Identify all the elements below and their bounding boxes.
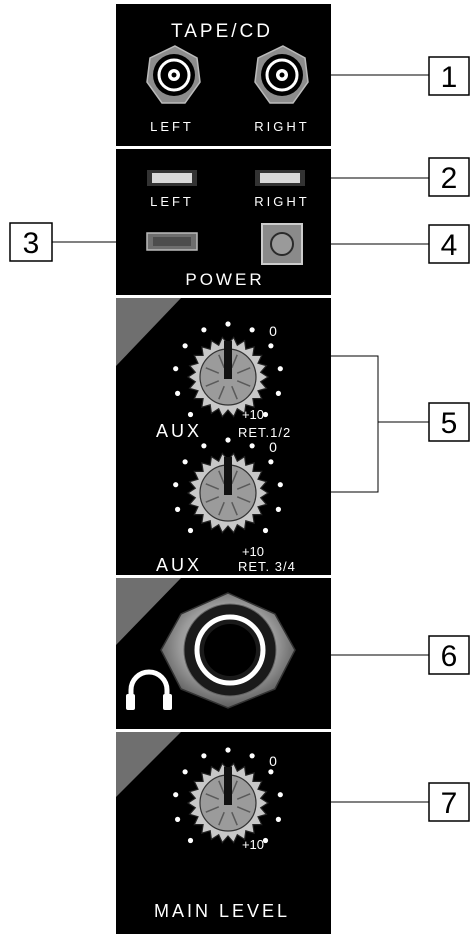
aux-2-sub-label: RET. 3/4 bbox=[238, 559, 296, 574]
callout-4-number: 4 bbox=[441, 229, 458, 262]
section-divider bbox=[116, 295, 331, 298]
scale-dot bbox=[277, 792, 283, 798]
callout-2-box bbox=[428, 157, 470, 197]
callout-6-box bbox=[428, 635, 470, 675]
scale-dot bbox=[201, 327, 207, 333]
scale-dot bbox=[187, 837, 194, 844]
scale-dot bbox=[277, 482, 283, 488]
scale-dot bbox=[173, 792, 179, 798]
tape-cd-right-label: RIGHT bbox=[254, 119, 309, 134]
callout-6-number: 6 bbox=[441, 640, 458, 673]
scale-dot bbox=[275, 390, 281, 396]
scale-dot bbox=[277, 366, 283, 372]
rca-jack-left[interactable] bbox=[146, 45, 201, 104]
callout-5-bracket bbox=[331, 355, 429, 493]
aux-ret-3-4-knob[interactable] bbox=[173, 437, 283, 534]
callout-1-number: 1 bbox=[441, 61, 458, 94]
scale-dot bbox=[175, 816, 181, 823]
corner-triangle bbox=[116, 578, 181, 645]
main-max-label: +10 bbox=[242, 837, 264, 852]
callout-2-number: 2 bbox=[441, 162, 458, 195]
headphone-jack[interactable] bbox=[160, 592, 296, 709]
callout-3-box bbox=[9, 222, 53, 262]
power-label: POWER bbox=[185, 270, 264, 289]
scale-dot bbox=[268, 459, 274, 465]
scale-dot bbox=[173, 482, 179, 488]
scale-dot bbox=[225, 321, 231, 327]
rca-jack-right[interactable] bbox=[254, 45, 309, 104]
scale-dot bbox=[249, 753, 255, 759]
aux-1-max-label: +10 bbox=[242, 407, 264, 422]
scale-dot bbox=[268, 343, 274, 349]
callout-1-box bbox=[428, 56, 470, 96]
scale-dot bbox=[268, 769, 274, 775]
scale-dot bbox=[262, 837, 269, 844]
scale-dot bbox=[249, 443, 255, 449]
led-right bbox=[255, 170, 305, 186]
scale-dot bbox=[275, 506, 281, 512]
corner-triangle bbox=[116, 732, 181, 797]
scale-dot bbox=[275, 816, 281, 823]
scale-dot bbox=[182, 343, 188, 349]
section-divider bbox=[116, 575, 331, 578]
corner-triangle bbox=[116, 298, 181, 366]
aux-1-zero-label: 0 bbox=[269, 323, 277, 339]
knob-pointer bbox=[224, 457, 232, 495]
led-left bbox=[147, 170, 197, 186]
callout-5-box bbox=[428, 402, 470, 442]
scale-dot bbox=[201, 753, 207, 759]
scale-dot bbox=[262, 411, 269, 418]
main-level-knob[interactable] bbox=[173, 747, 283, 844]
scale-dot bbox=[175, 506, 181, 512]
aux-2-label: AUX bbox=[156, 555, 202, 575]
knob-pointer bbox=[224, 341, 232, 379]
aux-ret-1-2-knob[interactable] bbox=[173, 321, 283, 418]
scale-dot bbox=[187, 527, 194, 534]
scale-dot bbox=[187, 411, 194, 418]
scale-dot bbox=[182, 769, 188, 775]
scale-dot bbox=[225, 437, 231, 443]
aux-2-max-label: +10 bbox=[242, 544, 264, 559]
callout-7-number: 7 bbox=[441, 787, 458, 820]
main-zero-label: 0 bbox=[269, 753, 277, 769]
callout-3-number: 3 bbox=[23, 227, 40, 260]
power-switch[interactable] bbox=[261, 223, 303, 265]
headphones-icon bbox=[126, 669, 172, 710]
scale-dot bbox=[249, 327, 255, 333]
aux-1-sub-label: RET.1/2 bbox=[238, 425, 291, 440]
led-left-label: LEFT bbox=[150, 194, 194, 209]
scale-dot bbox=[201, 443, 207, 449]
section-divider bbox=[116, 729, 331, 732]
scale-dot bbox=[175, 390, 181, 396]
section-divider bbox=[116, 146, 331, 149]
callout-7-box bbox=[428, 782, 470, 822]
callout-4-box bbox=[428, 224, 470, 264]
scale-dot bbox=[173, 366, 179, 372]
scale-dot bbox=[262, 527, 269, 534]
aux-1-label: AUX bbox=[156, 421, 202, 441]
knob-pointer bbox=[224, 767, 232, 805]
aux-2-zero-label: 0 bbox=[269, 439, 277, 455]
main-level-label: MAIN LEVEL bbox=[154, 901, 290, 921]
scale-dot bbox=[225, 747, 231, 753]
scale-dot bbox=[182, 459, 188, 465]
led-right-label: RIGHT bbox=[254, 194, 309, 209]
tape-cd-title: TAPE/CD bbox=[171, 21, 273, 42]
power-led bbox=[146, 232, 198, 251]
callout-5-number: 5 bbox=[441, 407, 458, 440]
tape-cd-left-label: LEFT bbox=[150, 119, 194, 134]
